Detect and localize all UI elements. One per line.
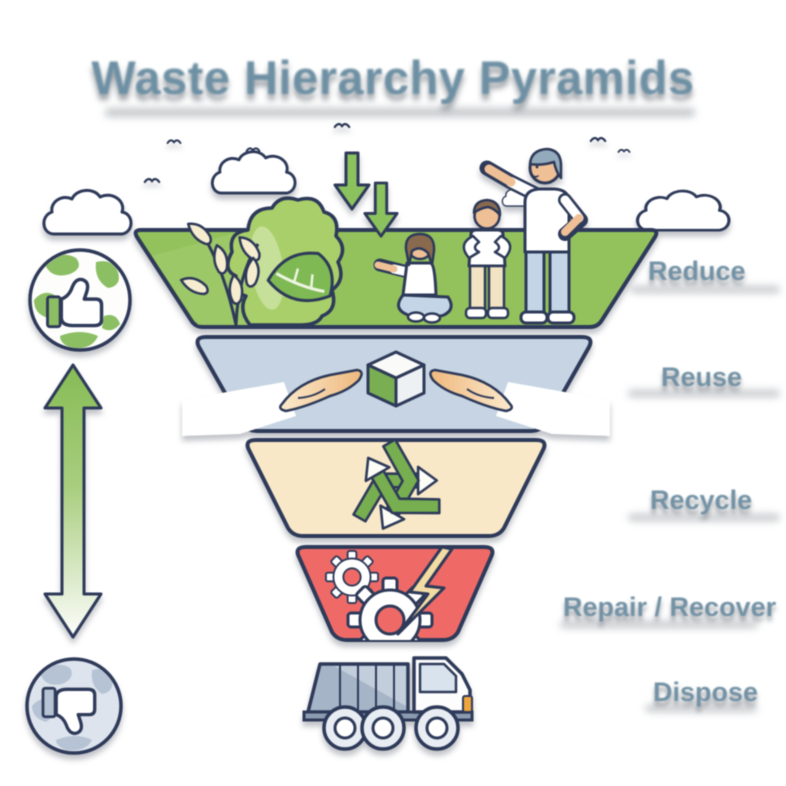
reuse-ghost-bar (628, 390, 780, 397)
shared-cube-icon (366, 350, 426, 408)
garbage-truck-icon (302, 656, 474, 751)
dispose-ghost-bar (645, 705, 757, 712)
bird-icon (333, 122, 351, 129)
label-dispose: Dispose (653, 677, 759, 707)
bird-icon (143, 177, 161, 184)
bird-icon (245, 147, 261, 153)
down-arrow-icon (333, 151, 371, 211)
label-reduce: Reduce (648, 256, 746, 286)
tier-reuse (180, 335, 612, 438)
adult-person (479, 147, 588, 325)
tier-reduce (133, 147, 659, 329)
sitting-child (373, 232, 453, 324)
bird-icon (166, 139, 182, 145)
globe-thumbs-down-icon (25, 657, 123, 755)
recycle-ghost-bar (628, 514, 780, 521)
label-reuse: Reuse (661, 362, 743, 392)
bird-icon (617, 148, 631, 153)
cloud-middle-icon (210, 150, 297, 195)
cloud-left-icon (42, 188, 133, 236)
label-recycle: Recycle (650, 485, 753, 515)
truck-wheels (322, 705, 460, 751)
grass-highlight (152, 231, 252, 325)
bird-icon (589, 136, 607, 143)
label-repair-recover: Repair / Recover (563, 592, 777, 622)
plant-sprigs (179, 218, 269, 326)
title-ghost-bar (105, 108, 695, 117)
cloud-right-icon (635, 189, 731, 232)
lightning-bolt-icon (396, 545, 454, 636)
tier-recycle (245, 434, 547, 539)
globe-thumbs-up-icon (28, 248, 132, 352)
tier-repair (295, 545, 495, 642)
page-title: Waste Hierarchy Pyramids (91, 51, 695, 104)
standing-child (462, 198, 512, 320)
reduce-ghost-bar (630, 286, 780, 293)
big-leaf-icon (266, 251, 334, 303)
vertical-double-arrow (43, 363, 103, 639)
repair-ghost-bar (560, 621, 758, 628)
